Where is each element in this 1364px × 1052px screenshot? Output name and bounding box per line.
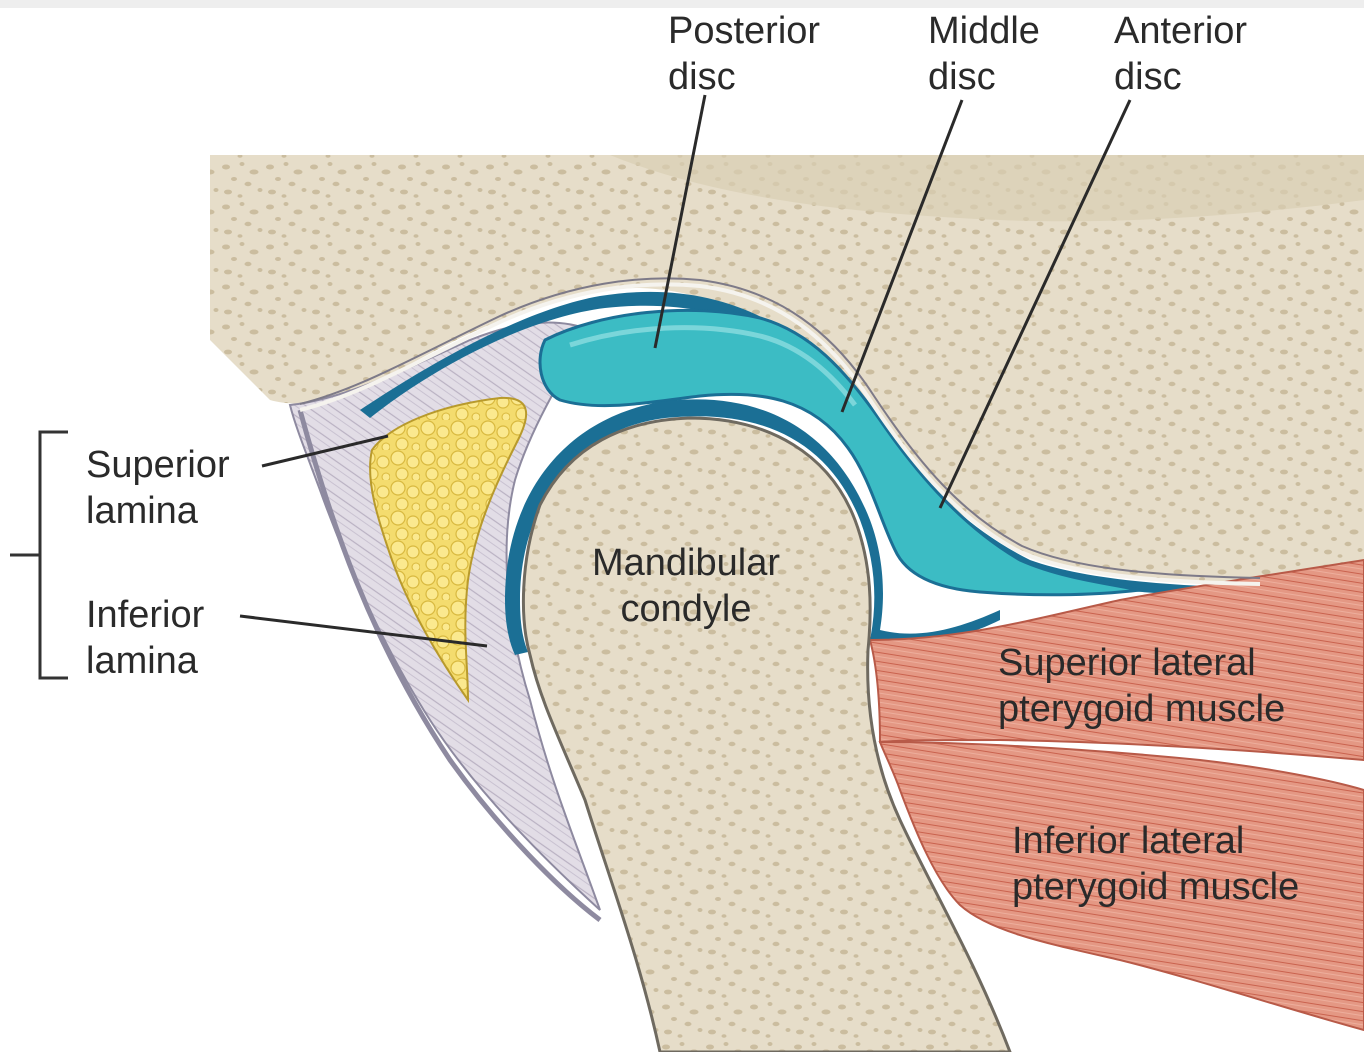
- label-middle-disc: Middle disc: [928, 8, 1040, 100]
- label-mandibular-condyle: Mandibular condyle: [592, 540, 780, 632]
- lamina-bracket: [10, 432, 68, 678]
- label-inferior-lateral-pterygoid: Inferior lateral pterygoid muscle: [1012, 818, 1299, 910]
- label-superior-lamina: Superior lamina: [86, 442, 230, 534]
- label-posterior-disc: Posterior disc: [668, 8, 820, 100]
- label-anterior-disc: Anterior disc: [1114, 8, 1247, 100]
- top-border: [0, 0, 1364, 8]
- label-inferior-lamina: Inferior lamina: [86, 592, 204, 684]
- label-superior-lateral-pterygoid: Superior lateral pterygoid muscle: [998, 640, 1285, 732]
